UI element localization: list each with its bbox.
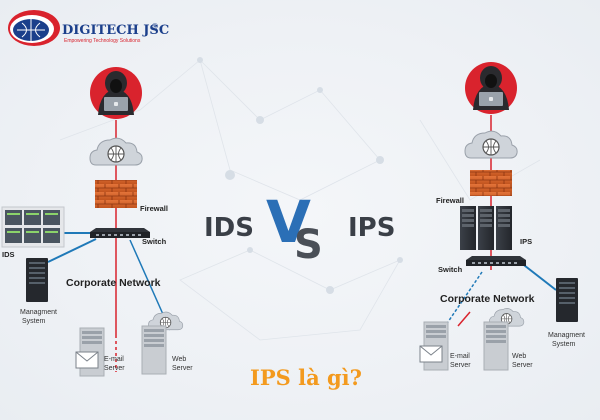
firewall-icon <box>95 180 137 208</box>
logo: DIGITECH JSC ® Empowering Technology Sol… <box>8 10 169 46</box>
management-link <box>47 238 97 263</box>
hacker-icon <box>90 67 142 119</box>
logo-name: DIGITECH JSC <box>62 23 169 38</box>
left-email-label-1: E-mail <box>104 356 124 363</box>
right-email-label-2: Server <box>450 362 471 369</box>
left-management-icon <box>26 258 48 302</box>
right-web-label-1: Web <box>512 353 526 360</box>
right-switch-icon <box>466 256 526 266</box>
right-firewall-icon <box>470 170 512 196</box>
left-email-label-2: Server <box>104 365 125 372</box>
ids-device-icon <box>1 206 65 248</box>
right-internet-cloud-icon <box>464 130 518 159</box>
page-title: IPS là gì? <box>250 365 362 390</box>
right-email-server-icon <box>419 321 449 371</box>
right-ips-label: IPS <box>520 237 532 246</box>
right-email-label-1: E-mail <box>450 353 470 360</box>
center-ips-label: IPS <box>348 213 395 243</box>
ips-rack-icon-1 <box>460 206 476 250</box>
left-web-label-1: Web <box>172 356 186 363</box>
vs-s-letter: S <box>294 222 323 268</box>
right-management-link <box>519 261 557 291</box>
internet-cloud-icon <box>89 137 143 166</box>
right-network-label: Corporate Network <box>440 293 535 305</box>
left-web-server-icon <box>141 325 167 375</box>
right-switch-label: Switch <box>438 265 463 274</box>
background-nodes <box>197 57 403 294</box>
logo-registered: ® <box>152 22 158 31</box>
left-switch-label: Switch <box>142 237 167 246</box>
left-ids-label: IDS <box>2 250 15 259</box>
ids-diagram: Firewall IDS Switch Corporate Network Ma… <box>1 67 193 377</box>
left-management-label-1: Managment <box>20 309 57 316</box>
left-switch-icon <box>90 228 150 238</box>
center-ids-label: IDS <box>204 213 254 243</box>
left-email-server-icon <box>75 327 105 377</box>
left-web-label-2: Server <box>172 365 193 372</box>
right-management-icon <box>556 278 578 322</box>
right-web-label-2: Server <box>512 362 533 369</box>
left-network-label: Corporate Network <box>66 277 161 289</box>
right-firewall-label: Firewall <box>436 196 464 205</box>
right-management-label-1: Managment <box>548 332 585 339</box>
logo-slogan: Empowering Technology Solutions <box>64 38 141 44</box>
ips-rack-icon-3 <box>496 206 512 250</box>
comparison-center: IDS V S IPS <box>204 188 395 268</box>
vs-v-letter: V <box>266 188 311 256</box>
ips-diagram: Firewall IPS Switch Corporate Network Ma… <box>419 62 585 371</box>
left-firewall-label: Firewall <box>140 204 168 213</box>
right-web-server-icon <box>483 321 509 371</box>
left-management-label-2: System <box>22 318 46 325</box>
right-management-label-2: System <box>552 341 576 348</box>
right-hacker-icon <box>465 62 517 114</box>
ips-rack-icon-2 <box>478 206 494 250</box>
